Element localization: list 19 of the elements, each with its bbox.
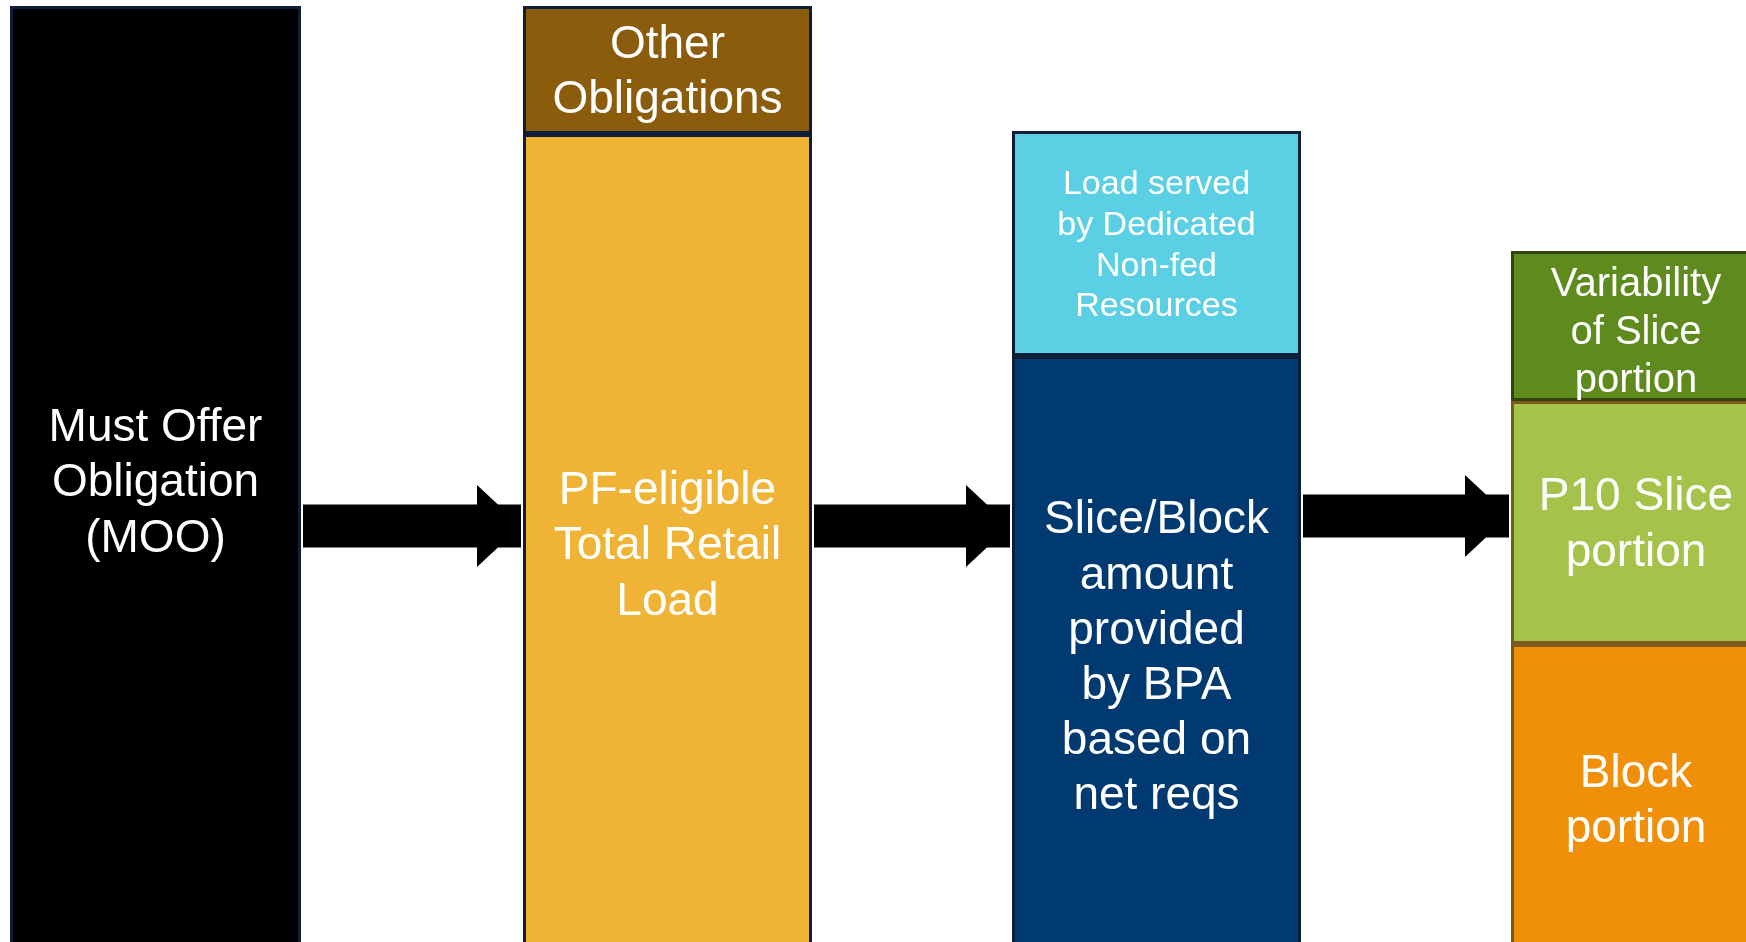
block-arrow [814, 485, 1010, 567]
segment-label: Load served by Dedicated Non-fed Resources [1056, 161, 1257, 326]
segment-label: Block portion [1564, 743, 1708, 854]
block-segment [1511, 644, 1746, 942]
variability-segment [1511, 251, 1746, 401]
segment-label: Other Obligations [551, 14, 784, 125]
segment-label: Variability of Slice portion [1549, 259, 1723, 402]
block-arrow [303, 485, 521, 567]
slice-segment [1511, 401, 1746, 644]
load-segment [1012, 131, 1301, 356]
load-segment [523, 134, 812, 942]
obligation-segment [523, 6, 812, 134]
obligation-column [10, 6, 301, 942]
segment-label: Must Offer Obligation (MOO) [47, 398, 264, 564]
segment-label: Slice/Block amount provided by BPA based on net reqs [1043, 490, 1270, 822]
segment-label: P10 Slice portion [1537, 467, 1735, 578]
block-arrow [1303, 475, 1509, 557]
amount-segment [1012, 356, 1301, 942]
segment-label: PF-eligible Total Retail Load [552, 461, 783, 627]
